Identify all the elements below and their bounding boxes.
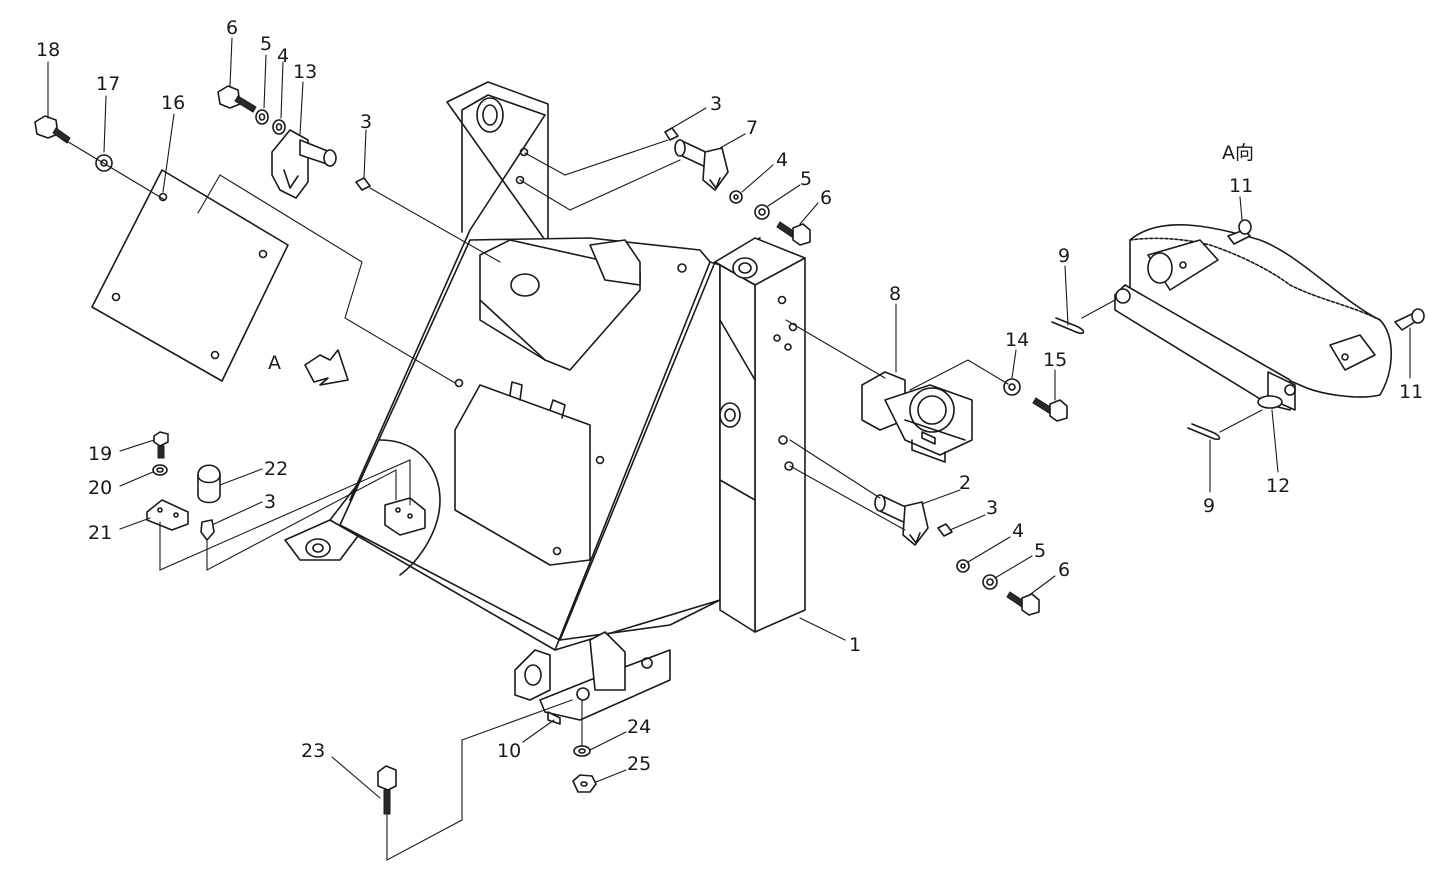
washer-20 [152, 464, 168, 476]
callout-13: 13 [293, 61, 317, 83]
bolt-19 [153, 431, 169, 459]
bushing-22 [197, 464, 221, 541]
callout-6: 6 [820, 187, 832, 209]
nut-25 [572, 774, 597, 793]
callout-14: 14 [1005, 329, 1029, 351]
callout-1: 1 [849, 634, 861, 656]
callout-5: 5 [1034, 540, 1046, 562]
assembly-lines [64, 139, 1263, 861]
callout-18: 18 [36, 39, 60, 61]
bolt-18 [34, 115, 113, 172]
callout-3: 3 [710, 93, 722, 115]
cotter-pin-9-a [1051, 317, 1085, 335]
grease-nipple-3-a [355, 177, 371, 191]
callout-3: 3 [986, 497, 998, 519]
cotter-pin-9-b [1187, 423, 1221, 441]
view-direction-arrow [304, 349, 349, 386]
main-frame [284, 81, 806, 725]
callout-24: 24 [627, 716, 651, 738]
pin-7 [664, 127, 811, 246]
callout-20: 20 [88, 477, 112, 499]
block-21 [146, 499, 189, 531]
callout-12: 12 [1266, 475, 1290, 497]
callout-4: 4 [1012, 520, 1024, 542]
callout-10: 10 [497, 740, 521, 762]
pin-13 [271, 129, 337, 199]
callout-25: 25 [627, 753, 651, 775]
callout-17: 17 [96, 73, 120, 95]
callout-4: 4 [277, 45, 289, 67]
callout-4: 4 [776, 149, 788, 171]
callout-21: 21 [88, 522, 112, 544]
callout-2: 2 [959, 472, 971, 494]
callout-7: 7 [746, 117, 758, 139]
bracket-8 [861, 371, 1068, 463]
callout-15: 15 [1043, 349, 1067, 371]
callout-5: 5 [800, 168, 812, 190]
leader-lines [47, 37, 1411, 799]
callout-11: 11 [1229, 175, 1253, 197]
callout-22: 22 [264, 458, 288, 480]
callout-6: 6 [1058, 559, 1070, 581]
bolt-6-top [217, 85, 286, 135]
callout-5: 5 [260, 33, 272, 55]
cover-plate [91, 169, 289, 382]
arrow-a-label: A [268, 352, 281, 374]
callout-3: 3 [360, 111, 372, 133]
view-a-label: A向 [1222, 142, 1254, 164]
washer-24 [573, 745, 591, 757]
callout-11: 11 [1399, 381, 1423, 403]
pin-2 [874, 494, 1040, 616]
callout-23: 23 [301, 740, 325, 762]
callout-19: 19 [88, 443, 112, 465]
callout-8: 8 [889, 283, 901, 305]
callout-3: 3 [264, 491, 276, 513]
callout-9: 9 [1203, 495, 1215, 517]
a-view-assembly [1114, 219, 1425, 411]
callout-6: 6 [226, 17, 238, 39]
callout-16: 16 [161, 92, 185, 114]
bolt-23 [377, 765, 397, 815]
callout-9: 9 [1058, 245, 1070, 267]
